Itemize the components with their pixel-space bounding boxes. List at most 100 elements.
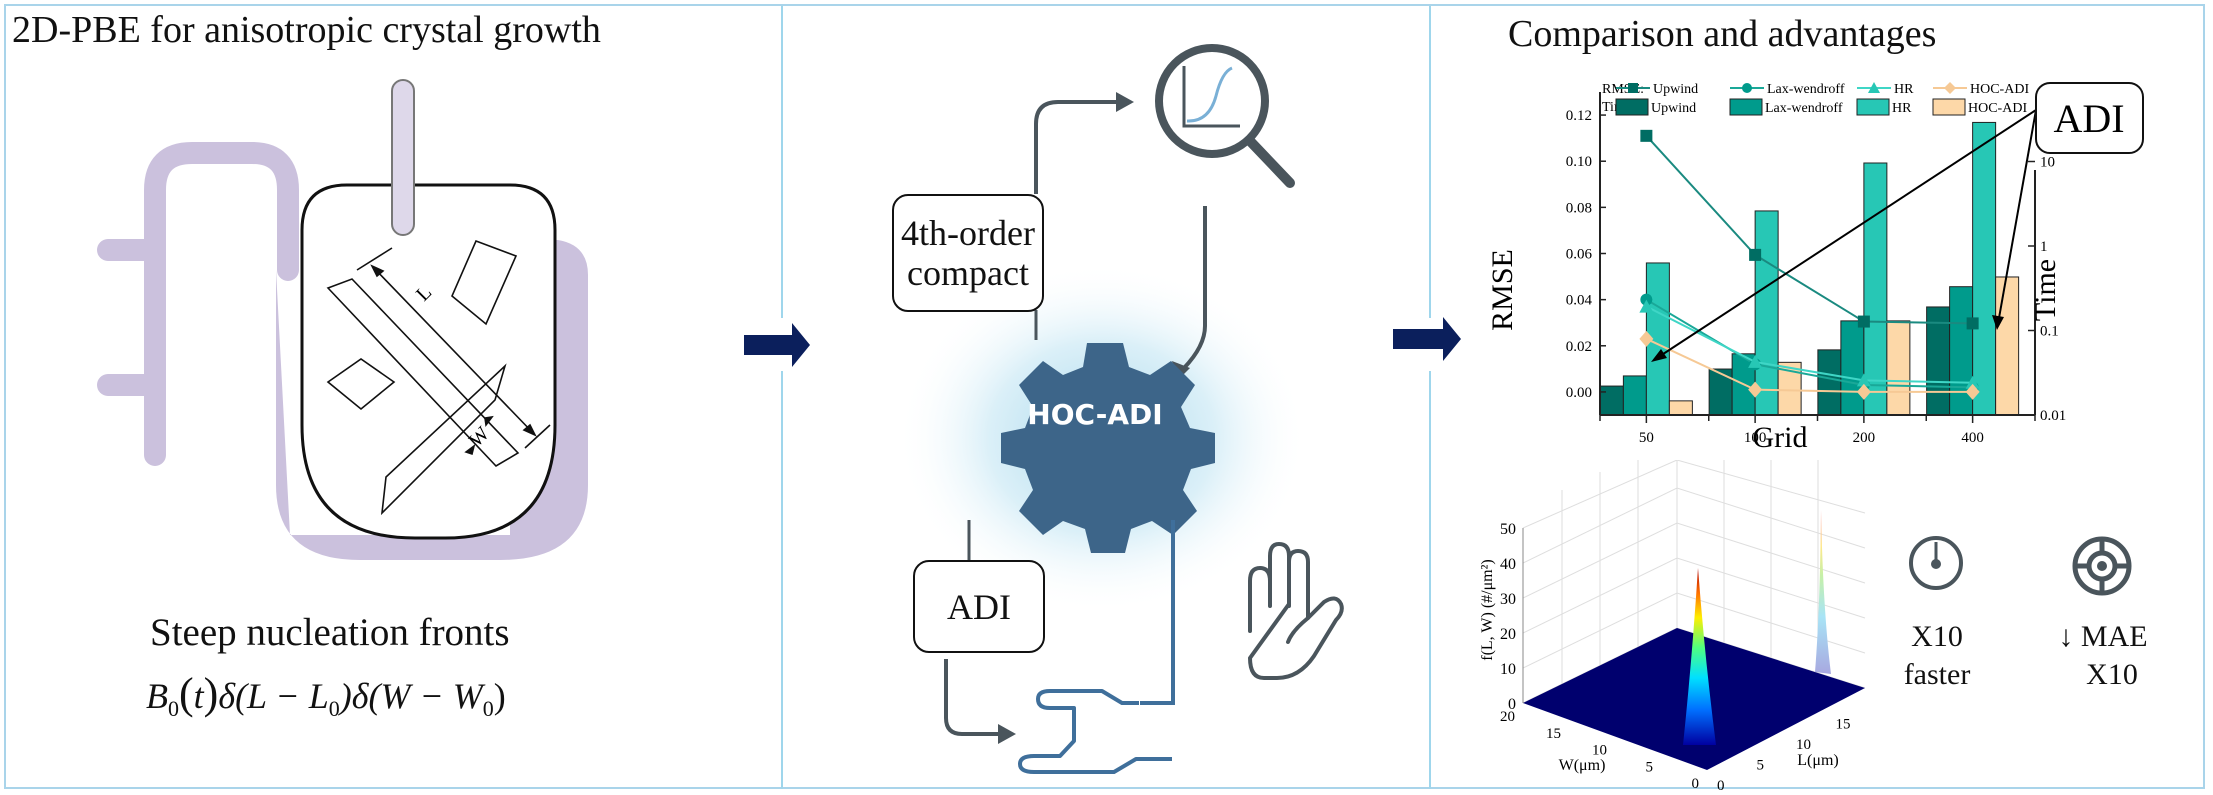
reactor-jacket bbox=[97, 142, 299, 466]
legend-swatch-3 bbox=[1932, 98, 1966, 116]
legend-swatch-0 bbox=[1615, 98, 1649, 116]
callout-box bbox=[2035, 82, 2144, 154]
box-4th-order-line2: compact bbox=[907, 253, 1029, 293]
legend-rmse-entry: HR bbox=[1894, 82, 1914, 97]
legend-rmse-entry: Lax-wendroff bbox=[1767, 82, 1845, 97]
time-bar-hr-100 bbox=[1754, 210, 1779, 416]
advantage-accuracy: ↓ MAE X10 bbox=[2048, 618, 2158, 694]
dim-tick-l1 bbox=[356, 247, 393, 271]
crystal-needle-1 bbox=[326, 278, 520, 468]
advantage-speed: X10 faster bbox=[1892, 618, 1982, 694]
z-tick-label: 20 bbox=[1500, 626, 1516, 643]
advantage-speed-line1: X10 bbox=[1911, 620, 1963, 653]
connector-to-gear bbox=[1182, 206, 1207, 370]
rmse-point-hocadi-100 bbox=[1748, 381, 1763, 398]
time-bar-hocadi-50 bbox=[1668, 400, 1693, 416]
rmse-line-laxwendroff bbox=[1645, 298, 1973, 389]
w-axis-label: W(μm) bbox=[1559, 757, 1606, 774]
callout-line-2 bbox=[1998, 109, 2037, 319]
gear-icon bbox=[1001, 343, 1215, 553]
advantage-accuracy-line2: X10 bbox=[2086, 658, 2138, 691]
advantage-speed-line2: faster bbox=[1903, 658, 1971, 691]
crystal-needle-2 bbox=[380, 363, 507, 516]
box-4th-order-compact: 4th-order compact bbox=[892, 194, 1044, 312]
y-tick-label: 0.12 bbox=[1566, 108, 1592, 124]
x-tick-label: 200 bbox=[1853, 430, 1876, 446]
callout-line-1 bbox=[1656, 109, 2037, 359]
y2-tick-label: 0.1 bbox=[2040, 324, 2059, 340]
formula-B-sub: 0 bbox=[168, 696, 179, 722]
y-tick-label: 0.06 bbox=[1566, 247, 1593, 263]
legend-time-entry: HR bbox=[1892, 101, 1912, 116]
advantage-accuracy-line1: ↓ MAE bbox=[2058, 620, 2148, 653]
callout-adi-label: ADI bbox=[2053, 96, 2124, 141]
legend-time-entry: HOC-ADI bbox=[1968, 101, 2027, 116]
time-bar-hocadi-400 bbox=[1995, 276, 2020, 416]
rmse-point-upwind-400 bbox=[1966, 317, 1979, 330]
x-axis-label: Grid bbox=[1753, 421, 1808, 454]
reactor-vessel bbox=[300, 183, 557, 540]
legend-marker-circle bbox=[1742, 83, 1752, 93]
crystal-plate-1 bbox=[451, 239, 518, 326]
time-bar-hr-400 bbox=[1972, 121, 1997, 416]
rmse-point-hocadi-200 bbox=[1856, 383, 1871, 400]
w-tick-label: 5 bbox=[1646, 759, 1654, 775]
formula-delta-W: )δ(W − W bbox=[339, 676, 483, 716]
l-tick-label: 5 bbox=[1757, 758, 1765, 774]
length-dimension-line bbox=[371, 265, 536, 436]
formula-paren-open: ( bbox=[179, 669, 194, 718]
z-tick-label: 10 bbox=[1500, 661, 1516, 678]
y-tick-label: 0.00 bbox=[1566, 385, 1592, 401]
reactor-diagram: L W bbox=[97, 79, 588, 560]
hand-receive-icon bbox=[1018, 689, 1172, 774]
w-tick-label: 10 bbox=[1592, 743, 1607, 759]
rmse-lines bbox=[1639, 129, 1980, 400]
y-tick-label: 0.02 bbox=[1566, 339, 1592, 355]
reactor-probe bbox=[391, 79, 415, 236]
legend-swatch-1 bbox=[1729, 98, 1763, 116]
time-bar-hocadi-200 bbox=[1886, 320, 1911, 416]
z-tick-label: 0 bbox=[1508, 696, 1516, 713]
formula-paren-close: ) bbox=[203, 669, 219, 718]
legend-time-entry: Upwind bbox=[1651, 101, 1696, 116]
l-axis-label: L(μm) bbox=[1797, 752, 1838, 769]
rmse-point-hocadi-50 bbox=[1639, 330, 1654, 347]
rmse-point-hocadi-400 bbox=[1965, 383, 1980, 400]
gear-label: HOC-ADI bbox=[1027, 398, 1163, 431]
rmse-point-upwind-100 bbox=[1749, 248, 1762, 261]
crystals bbox=[326, 239, 551, 516]
y-tick-label: 0.04 bbox=[1566, 293, 1593, 309]
legend-time-entry: Lax-wendroff bbox=[1765, 101, 1843, 116]
l-tick-label: 0 bbox=[1717, 778, 1725, 794]
legend-swatch-2 bbox=[1856, 98, 1890, 116]
x-tick-label: 400 bbox=[1961, 430, 1984, 446]
rmse-line-hr bbox=[1645, 305, 1973, 384]
time-bar-hr-200 bbox=[1863, 162, 1888, 416]
rmse-point-upwind-200 bbox=[1857, 315, 1870, 328]
hoc-adi-workflow bbox=[897, 44, 1344, 774]
surface-peak-front bbox=[1683, 568, 1716, 745]
formula-W-sub: 0 bbox=[482, 696, 494, 722]
time-bar-laxwendroff-200 bbox=[1840, 320, 1865, 416]
rmse-line-hocadi bbox=[1645, 337, 1973, 393]
dim-tick-l2 bbox=[524, 424, 551, 449]
x-tick-label: 50 bbox=[1639, 430, 1654, 446]
y2-tick-label: 1 bbox=[2040, 239, 2048, 255]
legend-marker-square bbox=[1628, 83, 1638, 93]
time-bar-upwind-200 bbox=[1817, 349, 1842, 416]
formula-delta-L: δ(L − L bbox=[218, 676, 329, 716]
rmse-point-hr-400 bbox=[1965, 375, 1980, 389]
rmse-point-hr-50 bbox=[1639, 299, 1654, 313]
rmse-point-hr-100 bbox=[1748, 354, 1763, 368]
panel-separator-left bbox=[781, 6, 783, 789]
z-tick-label: 40 bbox=[1500, 556, 1516, 573]
legend-marker-diamond bbox=[1944, 82, 1956, 94]
formula-L-sub: 0 bbox=[328, 696, 340, 722]
right-panel-title: Comparison and advantages bbox=[1508, 13, 1937, 55]
connector-to-hand bbox=[944, 659, 1004, 736]
chart-axes: 0.000.020.040.060.080.100.120.010.111050… bbox=[1566, 92, 2066, 446]
